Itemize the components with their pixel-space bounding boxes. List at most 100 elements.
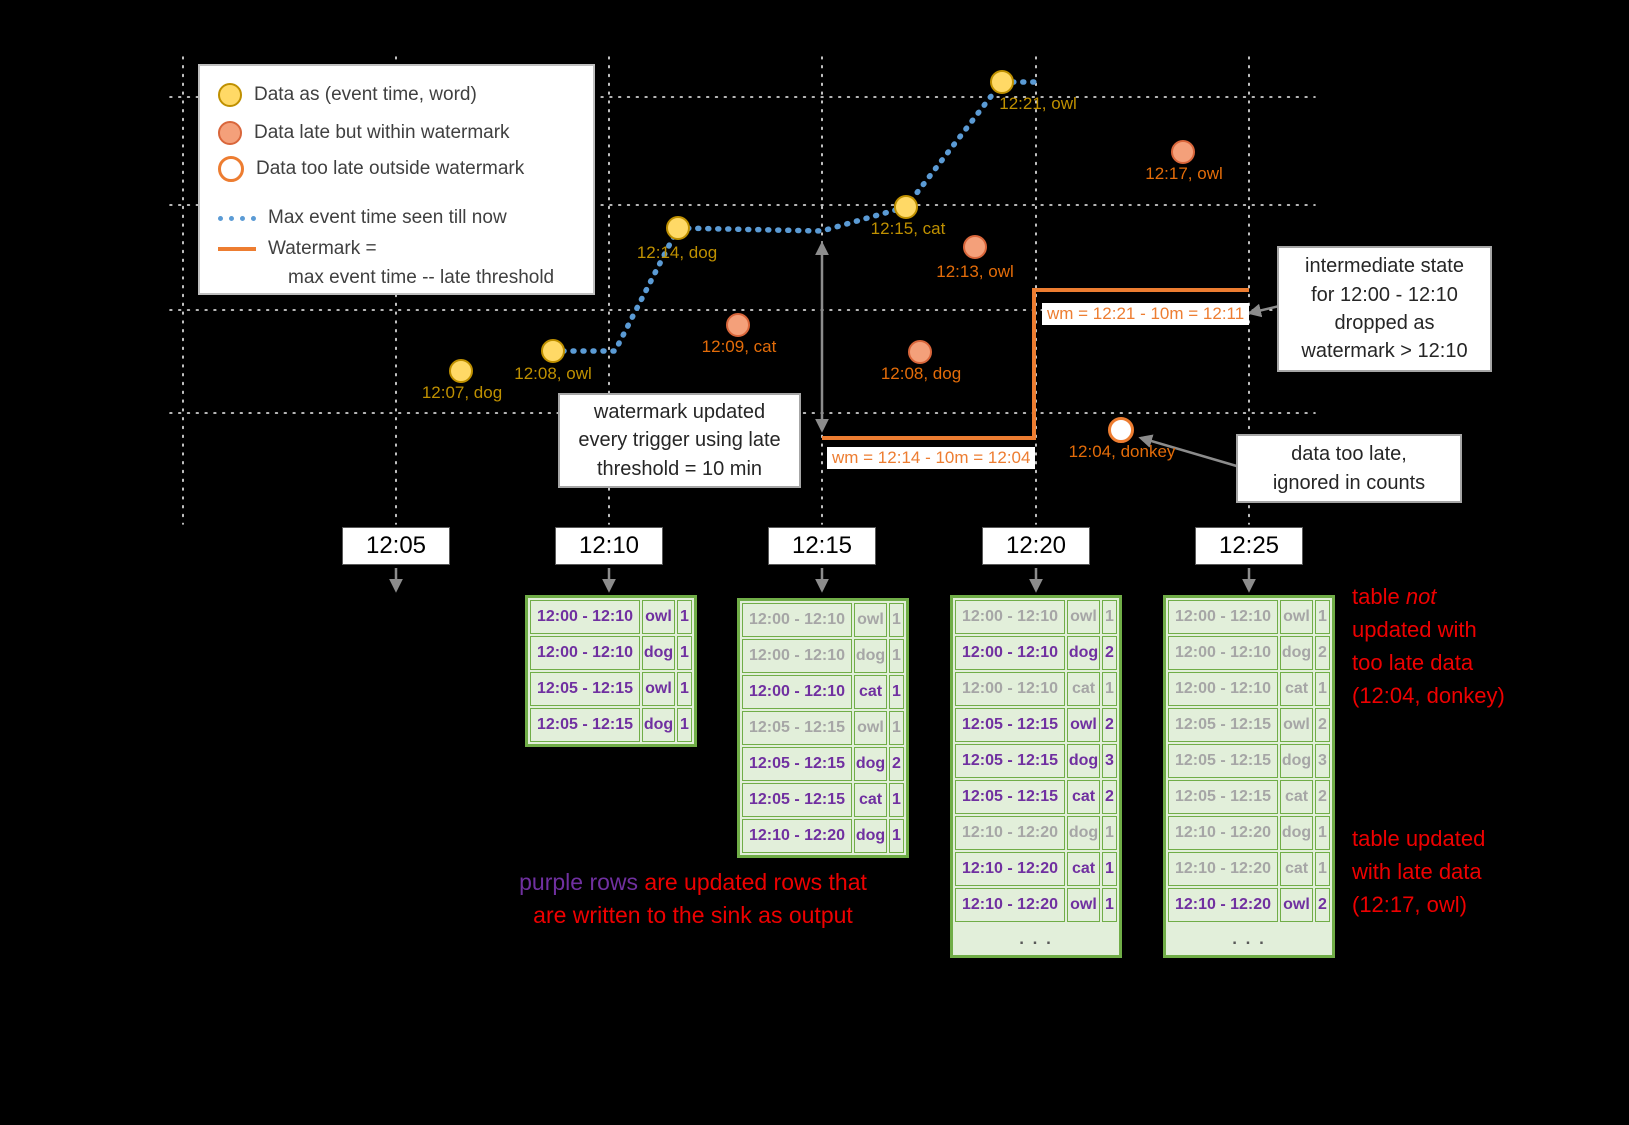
data-point-label: 12:21, owl [999,94,1077,113]
result-table-cell-count: 1 [1102,672,1117,706]
data-point-late [1171,140,1195,164]
result-table-cell-count: 2 [1102,708,1117,742]
result-table-cell-word: cat [1067,672,1100,706]
result-table-cell-count: 1 [889,675,904,709]
watermark-value-label-1: wm = 12:14 - 10m = 12:04 [827,447,1036,469]
data-point-on-time [990,70,1014,94]
updated-note-line1: table updated [1352,826,1486,851]
result-table-ellipsis: . . . [1232,928,1266,948]
legend-item-label: Max event time seen till now [268,207,507,228]
callout-line: intermediate state [1305,255,1464,278]
data-point-label: 12:09, cat [701,337,777,356]
legend: Data as (event time, word) Data late but… [198,64,595,295]
result-table-cell-count: 1 [1315,816,1330,850]
result-table-cell-window: 12:00 - 12:10 [742,603,852,637]
result-table-cell-window: 12:05 - 12:15 [530,672,640,706]
result-table-cell-word: cat [1280,780,1313,814]
result-table-cell-window: 12:00 - 12:10 [742,639,852,673]
result-table-cell-word: dog [1067,636,1100,670]
result-table-cell-count: 2 [1102,780,1117,814]
data-point-label: 12:17, owl [1145,164,1223,183]
result-table-cell-window: 12:00 - 12:10 [530,636,640,670]
purple-rows-note-line2: are written to the sink as output [533,902,853,929]
result-table-cell-window: 12:00 - 12:10 [742,675,852,709]
result-table-cell-window: 12:05 - 12:15 [1168,780,1278,814]
result-table-cell-word: dog [642,636,675,670]
updated-note: table updated with late data (12:17, owl… [1352,822,1485,921]
result-table-cell-word: dog [854,747,887,781]
result-table-cell-count: 1 [1102,816,1117,850]
watermark-line-icon [218,247,256,251]
data-point-late [726,313,750,337]
callout-line: ignored in counts [1272,471,1426,494]
result-table-cell-count: 3 [1102,744,1117,778]
legend-item-label: Data as (event time, word) [254,84,477,105]
result-table-cell-count: 1 [889,819,904,853]
result-table-cell-word: dog [1280,816,1313,850]
result-table-cell-window: 12:10 - 12:20 [1168,888,1278,922]
result-table-cell-window: 12:05 - 12:15 [955,708,1065,742]
data-point-label: 12:08, owl [514,364,592,383]
trigger-time-12-05: 12:05 [342,527,450,565]
updated-note-line3: (12:17, owl) [1352,892,1467,917]
callout-line: threshold = 10 min [596,457,763,480]
result-table-cell-count: 3 [1315,744,1330,778]
not-updated-note-pre: table [1352,584,1406,609]
result-table-cell-word: cat [1067,780,1100,814]
late-dot-icon [218,121,242,145]
too-late-dot-icon [218,156,244,182]
result-table-cell-count: 1 [677,708,692,742]
purple-rows-note-lead: purple rows [519,869,639,895]
result-table-cell-word: cat [1280,852,1313,886]
result-table-cell-word: owl [1067,888,1100,922]
result-table-cell-count: 1 [677,600,692,634]
result-table-cell-count: 2 [1315,888,1330,922]
callout-line: watermark updated [593,400,766,423]
result-table-cell-word: dog [1067,816,1100,850]
result-table-cell-window: 12:00 - 12:10 [1168,636,1278,670]
result-table-cell-word: dog [1280,744,1313,778]
legend-item-watermark: Watermark = [218,238,377,260]
result-table-cell-window: 12:10 - 12:20 [1168,816,1278,850]
callout-line: dropped as [1334,312,1435,334]
purple-rows-note: purple rows are updated rows that are wr… [519,866,867,933]
result-table-cell-count: 1 [677,672,692,706]
data-point-on-time [449,359,473,383]
result-table-cell-window: 12:00 - 12:10 [955,672,1065,706]
too-late-callout-arrow [1138,434,1241,469]
result-table-cell-count: 1 [1102,852,1117,886]
trigger-time-12-20: 12:20 [982,527,1090,565]
legend-item-watermark-line2: max event time -- late threshold [288,267,555,288]
callout-line: data too late, [1291,443,1407,466]
result-table-cell-window: 12:00 - 12:10 [1168,672,1278,706]
result-table-cell-count: 1 [1315,672,1330,706]
updated-note-line2: with late data [1352,859,1482,884]
result-table-cell-window: 12:10 - 12:20 [955,816,1065,850]
purple-rows-note-rest: are updated rows that [638,869,867,895]
result-table-cell-word: owl [642,600,675,634]
callout-line: for 12:00 - 12:10 [1311,283,1458,306]
result-table-cell-count: 2 [1102,636,1117,670]
result-table-cell-count: 2 [1315,708,1330,742]
data-point-label: 12:04, donkey [1068,442,1176,461]
result-table-cell-count: 1 [889,711,904,745]
result-table-cell-window: 12:05 - 12:15 [742,747,852,781]
